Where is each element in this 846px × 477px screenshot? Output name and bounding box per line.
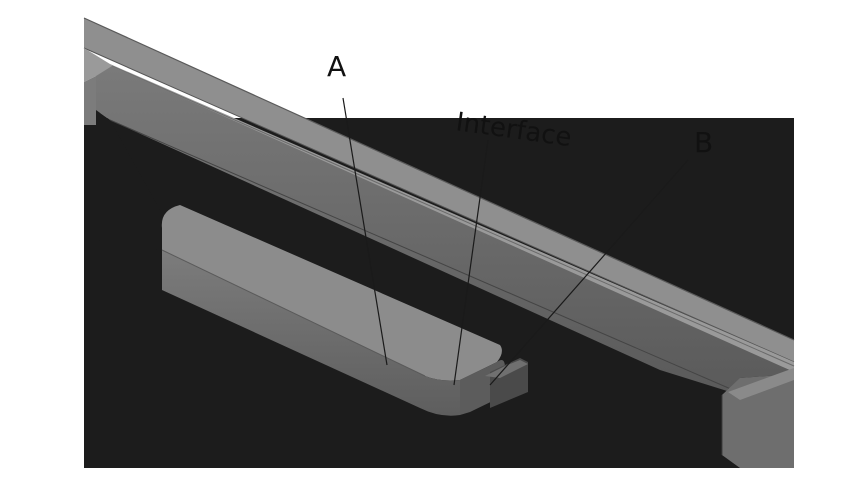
leader-line-b bbox=[489, 159, 689, 386]
frame-inner-wedge bbox=[96, 110, 160, 250]
label-a: A bbox=[327, 50, 346, 83]
part-a-edge bbox=[161, 249, 426, 377]
frame-face-bottom-edge bbox=[109, 119, 741, 394]
leader-line-interface bbox=[453, 139, 489, 386]
frame-notch-top bbox=[728, 368, 794, 400]
frame-rim-edge-2 bbox=[83, 47, 795, 363]
label-b: B bbox=[694, 126, 713, 159]
frame-bevel-line bbox=[111, 65, 795, 367]
part-a-top bbox=[161, 205, 502, 381]
frame-inner-face bbox=[96, 66, 794, 395]
part-a-front bbox=[162, 250, 460, 416]
part-b-top bbox=[485, 360, 528, 378]
frame-rim bbox=[84, 18, 794, 362]
leader-line-a bbox=[342, 97, 388, 366]
frame-rim-edge bbox=[83, 17, 795, 341]
